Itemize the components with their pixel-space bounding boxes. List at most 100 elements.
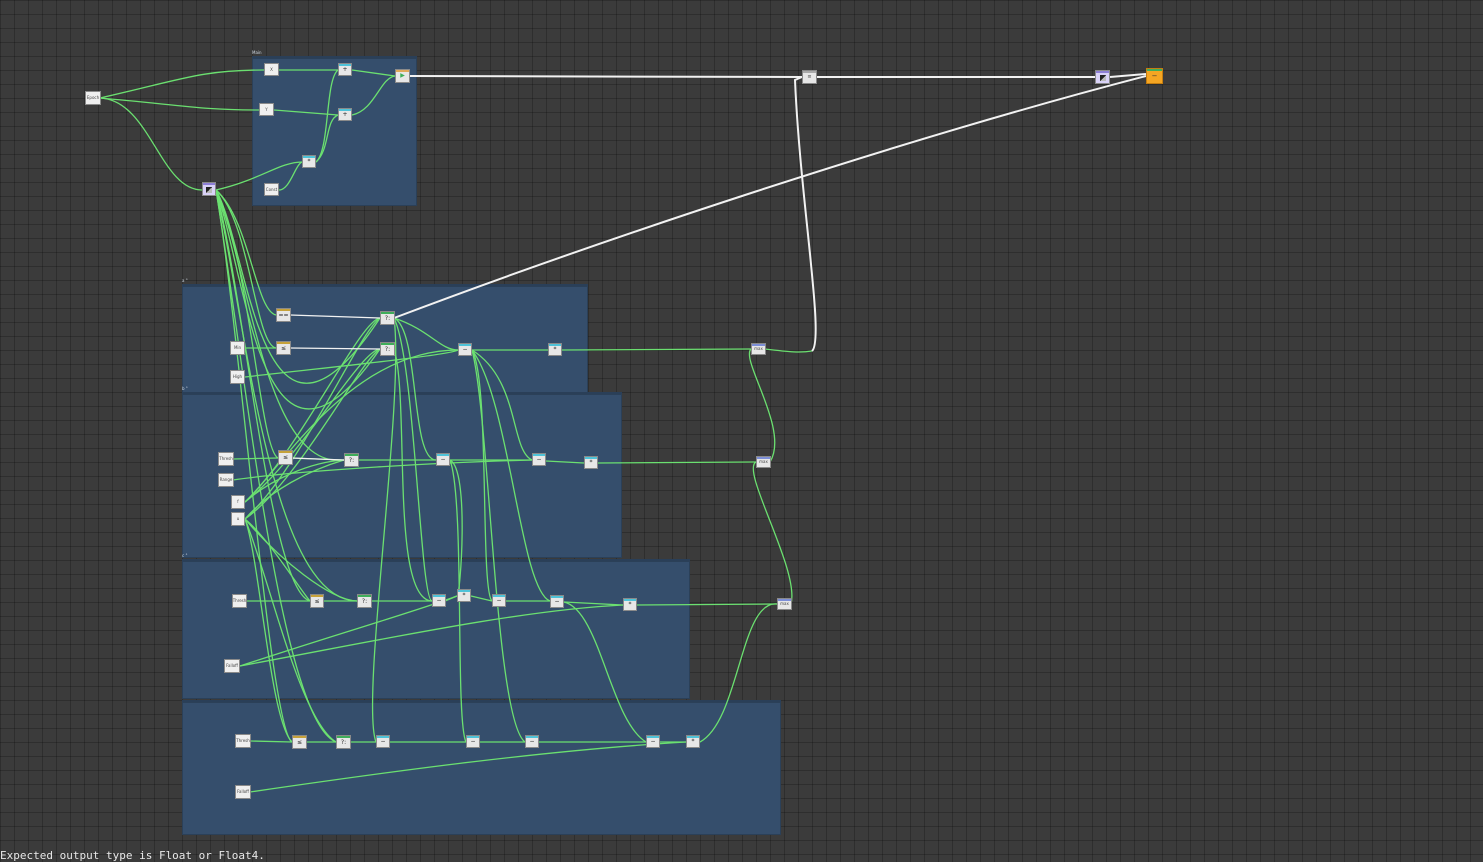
multiply-node-3[interactable]: *: [457, 589, 471, 602]
group-b-label: b °: [182, 386, 188, 391]
param-thresh-c-node[interactable]: Thresh: [232, 594, 247, 608]
param-range-b-node[interactable]: Range: [218, 473, 234, 487]
append-icon: ≡: [807, 73, 812, 80]
max-node-2[interactable]: max: [756, 456, 771, 468]
subtract-symbol: −: [462, 346, 468, 353]
constant-x-node[interactable]: X: [264, 63, 279, 76]
subtract-symbol: −: [650, 738, 656, 745]
output-node[interactable]: −: [1146, 68, 1163, 84]
subtract-symbol: −: [470, 738, 476, 745]
epoch-label: Epoch: [86, 95, 100, 100]
subtract-node-6[interactable]: −: [492, 594, 506, 607]
group-main-label: Main: [252, 50, 262, 55]
group-d[interactable]: [182, 700, 781, 835]
sample-output-node[interactable]: [1095, 70, 1110, 84]
add-node-2[interactable]: +: [338, 108, 352, 121]
less-equal-symbol: ≤: [282, 454, 289, 461]
subtract-node-3[interactable]: −: [436, 453, 450, 466]
param-range-b-label: Range: [219, 477, 233, 482]
subtract-node-1[interactable]: −: [458, 343, 472, 356]
subtract-node-11[interactable]: −: [646, 735, 660, 748]
param-falloff-d-node[interactable]: Falloff: [235, 785, 251, 799]
branch-node-4[interactable]: ?:: [357, 594, 372, 608]
subtract-node-10[interactable]: −: [525, 735, 539, 748]
less-equal-symbol: ≤: [296, 738, 303, 746]
subtract-node-4[interactable]: −: [532, 453, 546, 466]
add-node-1[interactable]: +: [338, 63, 352, 76]
float-white-wires: [289, 314, 381, 461]
constant-y-node[interactable]: Y: [259, 103, 274, 116]
branch-symbol: ?:: [348, 456, 355, 464]
max-node-1[interactable]: max: [751, 343, 766, 355]
param-thresh-b-node[interactable]: Thresh: [218, 452, 234, 466]
multiply-node-5[interactable]: *: [686, 735, 700, 748]
output-icon: −: [1151, 71, 1158, 80]
subtract-symbol: −: [496, 597, 502, 604]
param-thresh-d-label: Thresh: [236, 738, 250, 743]
float-wires: [99, 69, 813, 793]
group-a-label: a °: [182, 278, 188, 283]
float4-wires: [393, 73, 1147, 352]
less-equal-node-4[interactable]: ≤: [292, 735, 307, 749]
param-min-label: Min: [233, 345, 242, 350]
texture-icon: [1099, 75, 1106, 81]
multiply-symbol: *: [307, 158, 311, 165]
sample-texture-node[interactable]: [202, 182, 216, 196]
status-message: Expected output type is Float or Float4.: [0, 849, 265, 862]
param-thresh-d-node[interactable]: Thresh: [235, 734, 251, 748]
max-label: max: [759, 459, 768, 464]
multiply-node-1[interactable]: *: [548, 343, 562, 356]
multiply-node-top[interactable]: *: [302, 155, 316, 168]
texture-icon: [206, 187, 212, 193]
branch-node-1[interactable]: ?:: [380, 311, 395, 325]
param-falloff-c-label: Falloff: [226, 663, 238, 668]
less-equal-node-3[interactable]: ≤: [310, 594, 324, 608]
subtract-symbol: −: [380, 738, 386, 745]
param-f-label: f: [237, 499, 239, 504]
multiply-symbol: *: [553, 346, 557, 353]
constant-label: Const: [265, 186, 278, 192]
constant-node[interactable]: Const: [264, 183, 279, 196]
subtract-node-5[interactable]: −: [432, 594, 446, 607]
constant-x-label: X: [270, 66, 273, 72]
param-thresh-b-label: Thresh: [219, 456, 233, 461]
multiply-symbol: *: [691, 738, 695, 745]
branch-symbol: ?:: [384, 345, 391, 353]
branch-node-2[interactable]: ?:: [380, 342, 395, 356]
branch-node-3[interactable]: ?:: [344, 453, 359, 467]
param-falloff-d-label: Falloff: [237, 789, 249, 794]
max-label: max: [780, 601, 789, 606]
branch-node-5[interactable]: ?:: [336, 735, 351, 749]
param-high-label: High: [232, 374, 243, 379]
constant-y-label: Y: [265, 106, 268, 112]
subtract-node-7[interactable]: −: [550, 595, 564, 608]
subtract-node-8[interactable]: −: [376, 735, 390, 748]
group-main[interactable]: [252, 56, 417, 206]
param-falloff-c-node[interactable]: Falloff: [224, 659, 240, 673]
subtract-symbol: −: [436, 597, 442, 604]
param-u-node[interactable]: u: [231, 512, 245, 526]
multiply-node-4[interactable]: *: [623, 598, 637, 611]
lerp-node-top[interactable]: ▶: [395, 69, 410, 83]
subtract-node-9[interactable]: −: [466, 735, 480, 748]
less-equal-node-2[interactable]: ≤: [278, 450, 293, 465]
epoch-node[interactable]: Epoch: [85, 91, 101, 105]
subtract-symbol: −: [440, 456, 446, 463]
add-symbol: +: [342, 66, 348, 73]
branch-symbol: ?:: [361, 597, 368, 605]
less-equal-node-1[interactable]: ≤: [276, 341, 291, 355]
param-min-node[interactable]: Min: [230, 341, 245, 355]
subtract-symbol: −: [536, 456, 542, 463]
param-high-node[interactable]: High: [230, 370, 245, 384]
param-f-node[interactable]: f: [231, 495, 245, 509]
equal-node[interactable]: ==: [276, 308, 291, 322]
max-node-3[interactable]: max: [777, 598, 792, 610]
append-node-mid[interactable]: ≡: [802, 70, 817, 84]
branch-symbol: ?:: [340, 738, 347, 746]
max-label: max: [754, 346, 763, 351]
equal-symbol: ==: [278, 311, 289, 319]
subtract-symbol: −: [529, 738, 535, 745]
multiply-node-2[interactable]: *: [584, 456, 598, 469]
